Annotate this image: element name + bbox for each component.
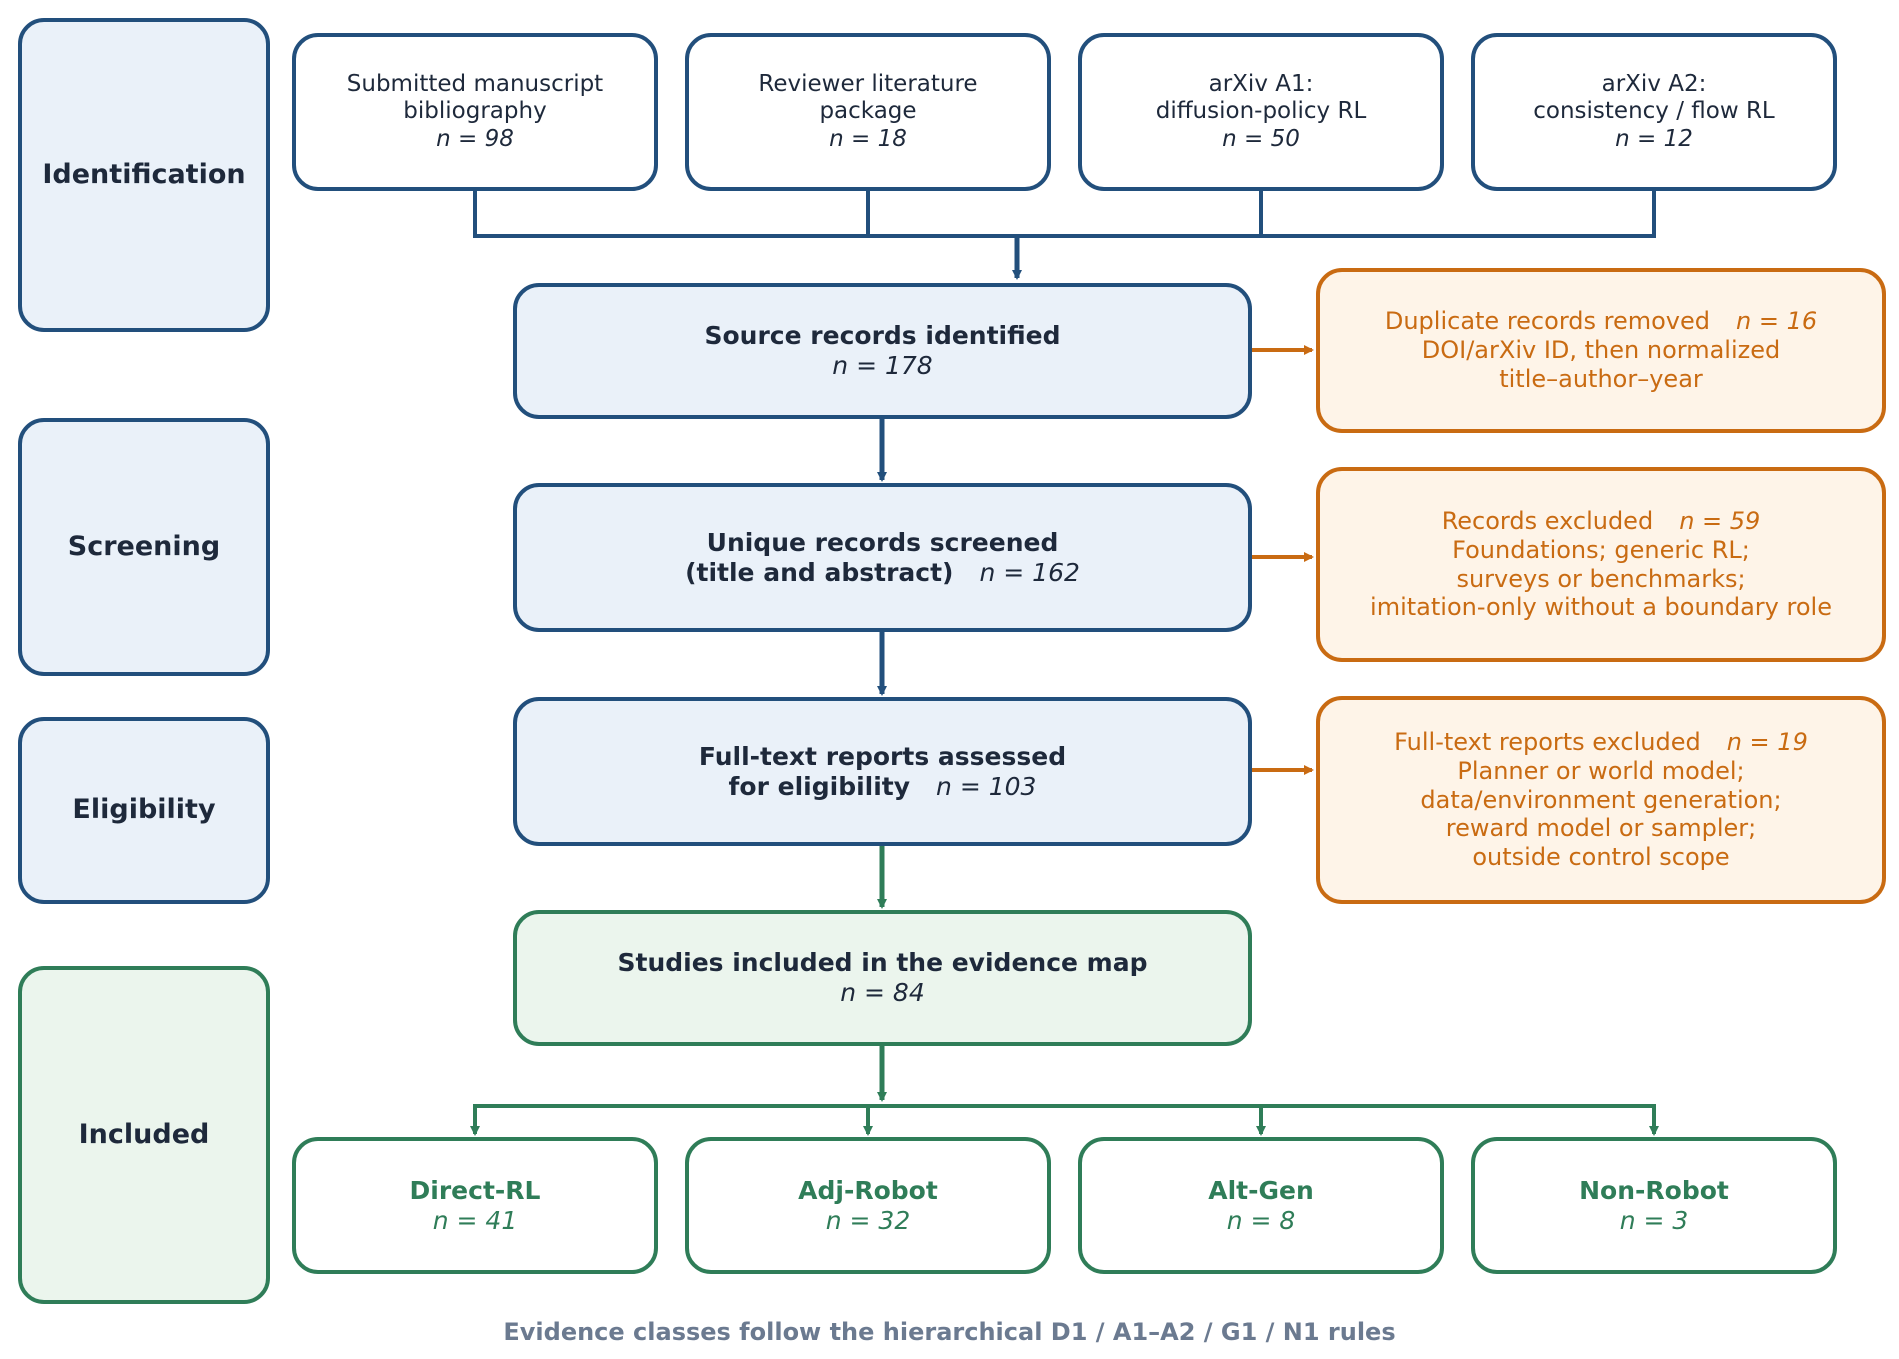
class-count: n = 32 xyxy=(825,1205,911,1235)
exclusion-line3: surveys or benchmarks; xyxy=(1456,564,1746,593)
source-manuscript-bibliography: Submitted manuscript bibliography n = 98 xyxy=(292,33,658,191)
step-studies-included: Studies included in the evidence map n =… xyxy=(513,910,1252,1046)
class-count: n = 41 xyxy=(432,1205,518,1235)
class-label: Non-Robot xyxy=(1579,1175,1729,1205)
exclusion-duplicates: Duplicate records removed n = 16 DOI/arXi… xyxy=(1316,268,1886,433)
phase-eligibility: Eligibility xyxy=(18,717,270,904)
phase-identification: Identification xyxy=(18,18,270,332)
class-count: n = 8 xyxy=(1226,1205,1296,1235)
source-count: n = 12 xyxy=(1615,125,1693,152)
source-line2: consistency / flow RL xyxy=(1533,98,1775,125)
class-alt-gen: Alt-Gen n = 8 xyxy=(1078,1137,1444,1274)
exclusion-line3: data/environment generation; xyxy=(1420,785,1782,814)
exclusion-line3: title–author–year xyxy=(1499,364,1703,393)
sources-merge-connector xyxy=(473,190,1656,238)
class-label: Direct-RL xyxy=(409,1175,541,1205)
exclusion-line4: imitation-only without a boundary role xyxy=(1370,593,1832,622)
source-line1: Reviewer literature xyxy=(758,70,978,97)
source-line1: arXiv A2: xyxy=(1601,70,1707,97)
step-source-records-identified: Source records identified n = 178 xyxy=(513,283,1252,419)
source-count: n = 50 xyxy=(1222,125,1300,152)
phase-identification-label: Identification xyxy=(42,158,246,190)
step-full-text-assessed: Full-text reports assessed for eligibili… xyxy=(513,697,1252,846)
phase-included-label: Included xyxy=(78,1118,210,1150)
source-line2: bibliography xyxy=(403,98,547,125)
source-arxiv-a2: arXiv A2: consistency / flow RL n = 12 xyxy=(1471,33,1837,191)
class-label: Adj-Robot xyxy=(798,1175,938,1205)
phase-screening-label: Screening xyxy=(67,530,221,562)
step-title-line2: for eligibility xyxy=(728,771,911,801)
exclusion-line2: Planner or world model; xyxy=(1457,756,1745,785)
step-count: n = 178 xyxy=(832,351,933,380)
exclusion-title: Records excluded xyxy=(1441,506,1654,535)
exclusion-line4: reward model or sampler; xyxy=(1445,814,1757,843)
step-title-line2: (title and abstract) xyxy=(685,557,954,587)
exclusion-line2: DOI/arXiv ID, then normalized xyxy=(1421,336,1781,365)
exclusion-records: Records excluded n = 59 Foundations; gene… xyxy=(1316,467,1886,662)
class-label: Alt-Gen xyxy=(1208,1175,1314,1205)
class-direct-rl: Direct-RL n = 41 xyxy=(292,1137,658,1274)
step-title-line1: Unique records screened xyxy=(706,527,1059,557)
step-count: n = 84 xyxy=(840,978,925,1007)
source-line2: diffusion-policy RL xyxy=(1155,98,1367,125)
exclusion-title: Full-text reports excluded xyxy=(1394,728,1701,756)
exclusion-count: n = 16 xyxy=(1736,307,1818,336)
source-reviewer-package: Reviewer literature package n = 18 xyxy=(685,33,1051,191)
source-arxiv-a1: arXiv A1: diffusion-policy RL n = 50 xyxy=(1078,33,1444,191)
exclusion-count: n = 19 xyxy=(1726,728,1808,756)
source-count: n = 18 xyxy=(829,125,907,152)
step-count: n = 103 xyxy=(936,771,1037,801)
exclusion-line2: Foundations; generic RL; xyxy=(1452,535,1750,564)
class-non-robot: Non-Robot n = 3 xyxy=(1471,1137,1837,1274)
source-line2: package xyxy=(819,98,917,125)
step-count: n = 162 xyxy=(979,557,1080,587)
source-count: n = 98 xyxy=(436,125,514,152)
exclusion-fulltext: Full-text reports excluded n = 19 Planner… xyxy=(1316,696,1886,904)
footer-note: Evidence classes follow the hierarchical… xyxy=(503,1318,1396,1346)
step-unique-records-screened: Unique records screened (title and abstr… xyxy=(513,483,1252,632)
source-line1: arXiv A1: xyxy=(1208,70,1314,97)
source-line1: Submitted manuscript xyxy=(346,70,604,97)
exclusion-title: Duplicate records removed xyxy=(1384,307,1710,336)
phase-included: Included xyxy=(18,966,270,1304)
step-title-line1: Full-text reports assessed xyxy=(698,741,1067,771)
class-count: n = 3 xyxy=(1619,1205,1689,1235)
class-adj-robot: Adj-Robot n = 32 xyxy=(685,1137,1051,1274)
step-title: Studies included in the evidence map xyxy=(617,948,1148,977)
step-title: Source records identified xyxy=(704,321,1061,350)
exclusion-count: n = 59 xyxy=(1679,506,1761,535)
phase-eligibility-label: Eligibility xyxy=(72,794,216,826)
phase-screening: Screening xyxy=(18,418,270,676)
exclusion-line5: outside control scope xyxy=(1472,843,1730,872)
